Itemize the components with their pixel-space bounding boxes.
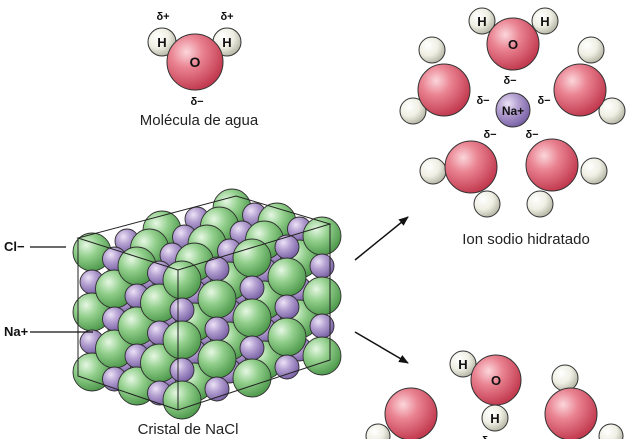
oxygen-atom bbox=[544, 387, 598, 439]
sodium-ion bbox=[239, 335, 265, 361]
chloride-ion bbox=[267, 317, 307, 357]
crystal-labels: Cl− Na+ Cristal de NaCl bbox=[4, 239, 238, 438]
water-caption: Molécula de agua bbox=[140, 112, 259, 129]
chloride-ion bbox=[302, 276, 342, 316]
hydrogen-atom bbox=[580, 157, 608, 185]
delta-minus-left: δ− bbox=[476, 95, 489, 107]
sodium-ion bbox=[495, 92, 531, 128]
chloride-ion bbox=[232, 238, 272, 278]
water-h-right-label: H bbox=[222, 35, 231, 50]
lower-h2-label: H bbox=[490, 411, 499, 426]
sodium-ion bbox=[274, 294, 300, 320]
delta-minus-bottom-left: δ− bbox=[483, 129, 496, 141]
chloride-ion bbox=[232, 358, 272, 398]
chloride-label: Cl− bbox=[4, 239, 25, 254]
oxygen-atom bbox=[470, 354, 522, 406]
chloride-ion bbox=[162, 380, 202, 420]
chloride-ion bbox=[232, 298, 272, 338]
hydrogen-atom bbox=[598, 97, 626, 125]
hydrogen-atom bbox=[365, 423, 391, 439]
oxygen-atom bbox=[417, 63, 471, 117]
hydrogen-atom bbox=[473, 190, 501, 218]
chloride-ion bbox=[162, 320, 202, 360]
chloride-ion bbox=[302, 336, 342, 376]
delta-minus-bottom-right: δ− bbox=[525, 129, 538, 141]
oxygen-atom bbox=[384, 387, 438, 439]
hydrogen-atom bbox=[577, 36, 605, 64]
chloride-ion bbox=[302, 216, 342, 256]
water-o-label: O bbox=[190, 54, 201, 70]
chloride-ion bbox=[267, 257, 307, 297]
hydrogen-atom bbox=[598, 423, 624, 439]
sodium-ion bbox=[169, 357, 195, 383]
sodium-ion bbox=[169, 297, 195, 323]
lower-delta-label: δ− bbox=[481, 435, 494, 439]
sodium-ion bbox=[204, 316, 230, 342]
hydrated-o-label: O bbox=[508, 37, 518, 52]
hydrogen-atom bbox=[449, 350, 477, 378]
nacl-crystal bbox=[72, 188, 342, 420]
sodium-ion bbox=[274, 234, 300, 260]
arrow-to-lower-group bbox=[354, 331, 409, 364]
hydrogen-atom bbox=[531, 7, 559, 35]
delta-minus-water: δ− bbox=[190, 96, 203, 108]
chloride-ion bbox=[197, 339, 237, 379]
sodium-ion bbox=[239, 275, 265, 301]
hydrogen-atom bbox=[418, 36, 446, 64]
hydrated-na-label: Na+ bbox=[502, 104, 524, 118]
hydrogen-atom bbox=[551, 364, 579, 392]
water-molecule: H H O δ+ δ+ δ− Molécula de agua bbox=[140, 11, 259, 129]
hydrogen-atom bbox=[526, 190, 554, 218]
chloride-ion bbox=[197, 279, 237, 319]
arrow-to-hydrated-ion bbox=[354, 216, 409, 261]
crystal-caption: Cristal de NaCl bbox=[138, 421, 239, 438]
oxygen-atom bbox=[553, 63, 607, 117]
delta-minus-right: δ− bbox=[537, 95, 550, 107]
hydrated-h1-label: H bbox=[477, 14, 486, 29]
delta-plus-left: δ+ bbox=[156, 11, 169, 23]
delta-plus-right: δ+ bbox=[220, 11, 233, 23]
lower-h1-label: H bbox=[458, 357, 467, 372]
hydrogen-atom bbox=[399, 97, 427, 125]
lower-hydrated-group: H O H δ− bbox=[365, 350, 624, 439]
hydrated-sodium-ion: H H O δ− δ− δ− Na+ δ− δ− Ion sodio hidra… bbox=[399, 7, 626, 248]
hydrogen-atom bbox=[419, 157, 447, 185]
crystal-wireframe bbox=[76, 195, 332, 411]
hydrogen-atom bbox=[468, 7, 496, 35]
oxygen-atom bbox=[486, 17, 540, 71]
oxygen-atom bbox=[525, 138, 579, 192]
oxygen-atom bbox=[166, 33, 224, 91]
hydrated-caption: Ion sodio hidratado bbox=[462, 231, 590, 248]
hydrated-h2-label: H bbox=[540, 14, 549, 29]
delta-minus-top: δ− bbox=[503, 75, 516, 87]
sodium-ion bbox=[274, 354, 300, 380]
oxygen-atom bbox=[444, 140, 498, 194]
sodium-label: Na+ bbox=[4, 324, 29, 339]
lower-o-label: O bbox=[491, 373, 501, 388]
water-h-left-label: H bbox=[157, 35, 166, 50]
